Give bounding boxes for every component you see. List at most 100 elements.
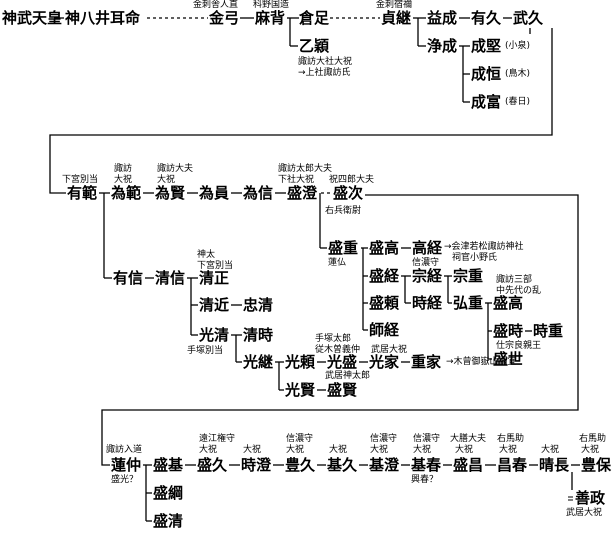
node-kanayumi: 金弓 (209, 9, 240, 27)
note-nakasendai: 中先代の乱 (496, 286, 542, 296)
note-totomi-kami: 遠江権守 (199, 434, 236, 444)
node-toyoyasu: 豊保 (581, 456, 612, 474)
note-shinano-kami-b: 信濃守 (286, 434, 314, 444)
note-shinano-kami-d: 信濃守 (413, 434, 441, 444)
node-muneshige: 宗重 (453, 267, 484, 285)
note-umanosuke: 右馬助 (497, 434, 525, 444)
node-mitsukata: 光賢 (285, 381, 316, 399)
node-morihisa: 盛久 (197, 456, 228, 474)
node-morotsune: 師経 (369, 321, 400, 339)
node-kiyonari: 浄成 (427, 37, 458, 55)
note-aizu-wakamatsu: →会津若松諏訪神社 (444, 242, 524, 252)
node-moriyo: 盛世 (493, 350, 524, 368)
node-sadatsugu: 貞継 (381, 9, 412, 27)
note-kiso-mitake: →木曾御嶽山禰宜 (446, 357, 517, 367)
note-shinano-kami-c: 信濃守 (370, 434, 398, 444)
node-kiyochika: 清近 (199, 296, 230, 314)
node-masunari: 益成 (427, 9, 458, 27)
note-uhyoe: 右兵衛尉 (325, 206, 362, 216)
node-moritoki: 盛時 (493, 322, 524, 340)
note-tezuka-betto: 手塚別当 (187, 346, 224, 356)
note-suwa-saburo: 諏訪三部 (496, 275, 533, 285)
node-masaharu: 昌春 (497, 456, 528, 474)
note-tsukae-sogen: 仕宗良親王 (496, 341, 542, 351)
node-naritaka: 成堅 (471, 37, 502, 55)
node-takehisa: 武久 (513, 9, 544, 27)
node-motoharu: 基春 (411, 456, 442, 474)
note-umanosuke-b: 右馬助 (579, 434, 607, 444)
note-suwa-daifu: 諏訪大夫 (157, 164, 194, 174)
node-mitsuie: 光家 (369, 353, 400, 371)
node-tamekata: 為賢 (155, 184, 186, 202)
node-morimasa: 盛昌 (453, 456, 484, 474)
note-oohouri-i: 大祝 (455, 445, 474, 455)
note-tezuka-taro: 手塚太郎 (315, 334, 352, 344)
node-tadakiyo: 忠清 (243, 296, 274, 314)
node-morimoto: 盛基 (153, 456, 184, 474)
node-kiyotoki: 清時 (243, 326, 274, 344)
node-rennaka: 蓮仲 (111, 456, 142, 474)
note-oohouri-b: 大祝 (157, 175, 176, 185)
note-oohouri-f: 大祝 (329, 445, 348, 455)
note-oohouri-e: 大祝 (286, 445, 305, 455)
node-morotsuna: 盛綱 (153, 484, 184, 502)
node-moritaka2: 盛高 (493, 294, 524, 312)
note-suwa-nyudo: 諏訪入道 (106, 445, 143, 455)
node-moritsugu: 盛次 (333, 184, 364, 202)
note-shimomiya-betto2: 下宮別当 (197, 261, 234, 271)
note-oohouri-k: 大祝 (541, 445, 560, 455)
node-morizumi: 盛澄 (287, 184, 318, 202)
node-toyohisa: 豊久 (285, 456, 316, 474)
note-oohouri-l: 大祝 (581, 445, 600, 455)
node-tamenori: 為範 (111, 184, 142, 202)
node-mitsumori: 光盛 (327, 353, 358, 371)
node-motohisa: 基久 (327, 456, 358, 474)
node-morikata: 盛賢 (327, 381, 358, 399)
note-ju-kiso: 従木曽義仲 (315, 345, 361, 355)
node-shigeie: 重家 (411, 353, 442, 371)
note-koizumi: (小泉) (505, 41, 531, 51)
note-oohouri-h: 大祝 (413, 445, 432, 455)
node-naritomi: 成富 (471, 93, 502, 111)
node-naritsune: 成恒 (471, 65, 502, 83)
note-shinano-kuninomiyatsuko: 科野国造 (253, 0, 290, 10)
note-oosumi-daifu: 大膳大夫 (450, 434, 487, 444)
node-arihisa: 有久 (471, 9, 502, 27)
node-tokishige: 時重 (533, 322, 564, 340)
node-arinobu: 有信 (113, 269, 144, 287)
note-suwa-taro-daifu: 諏訪太郎大夫 (278, 164, 333, 174)
node-arinori: 有範 (67, 184, 98, 202)
note-ueki: (鳥木) (505, 69, 531, 79)
node-morikiyo: 盛清 (153, 512, 184, 530)
node-kurataru: 倉足 (299, 9, 330, 27)
node-morishige: 盛重 (328, 239, 359, 257)
node-hiroshige: 弘重 (453, 294, 484, 312)
node-masei: 麻背 (255, 9, 286, 27)
node-otomaro: 乙穎 (299, 37, 330, 55)
note-oohouri-c: 大祝 (199, 445, 218, 455)
node-kiyomasa: 清正 (199, 269, 230, 287)
note-takei-taro: 武居神太郎 (325, 371, 371, 381)
node-mitsutsugu: 光継 (243, 353, 274, 371)
note-shikan-onoshi: 祠官小野氏 (452, 253, 498, 263)
note-oohouri-d: 大祝 (243, 445, 262, 455)
node-haruaki: 晴長 (539, 456, 570, 474)
note-kamisha-suwa: →上社諏訪氏 (298, 68, 351, 78)
note-shinta: 神太 (197, 250, 216, 260)
node-jimmu: 神武天皇 (2, 9, 63, 27)
node-tamenobu: 為信 (243, 184, 274, 202)
node-tamekazu: 為員 (199, 184, 230, 202)
node-kamuyaimimi: 神八井耳命 (65, 9, 141, 27)
node-mitsuyori: 光頼 (285, 353, 316, 371)
note-kanasashi-toneri: 金刺舎人直 (193, 0, 239, 10)
note-oohouri-g: 大祝 (370, 445, 389, 455)
node-tokizumi: 時澄 (241, 456, 272, 474)
note-hoshiro-daifu: 祝四郎大夫 (329, 175, 375, 185)
node-moriyori: 盛頼 (369, 294, 400, 312)
node-yoshimasa: 善政 (575, 489, 606, 507)
note-takei-oohouri: 武居大祝 (566, 508, 603, 518)
node-mitsukiyo: 光清 (199, 326, 230, 344)
node-tokitsune: 時経 (412, 294, 443, 312)
note-kanasashi-sukune: 金刺宿禰 (376, 0, 413, 10)
